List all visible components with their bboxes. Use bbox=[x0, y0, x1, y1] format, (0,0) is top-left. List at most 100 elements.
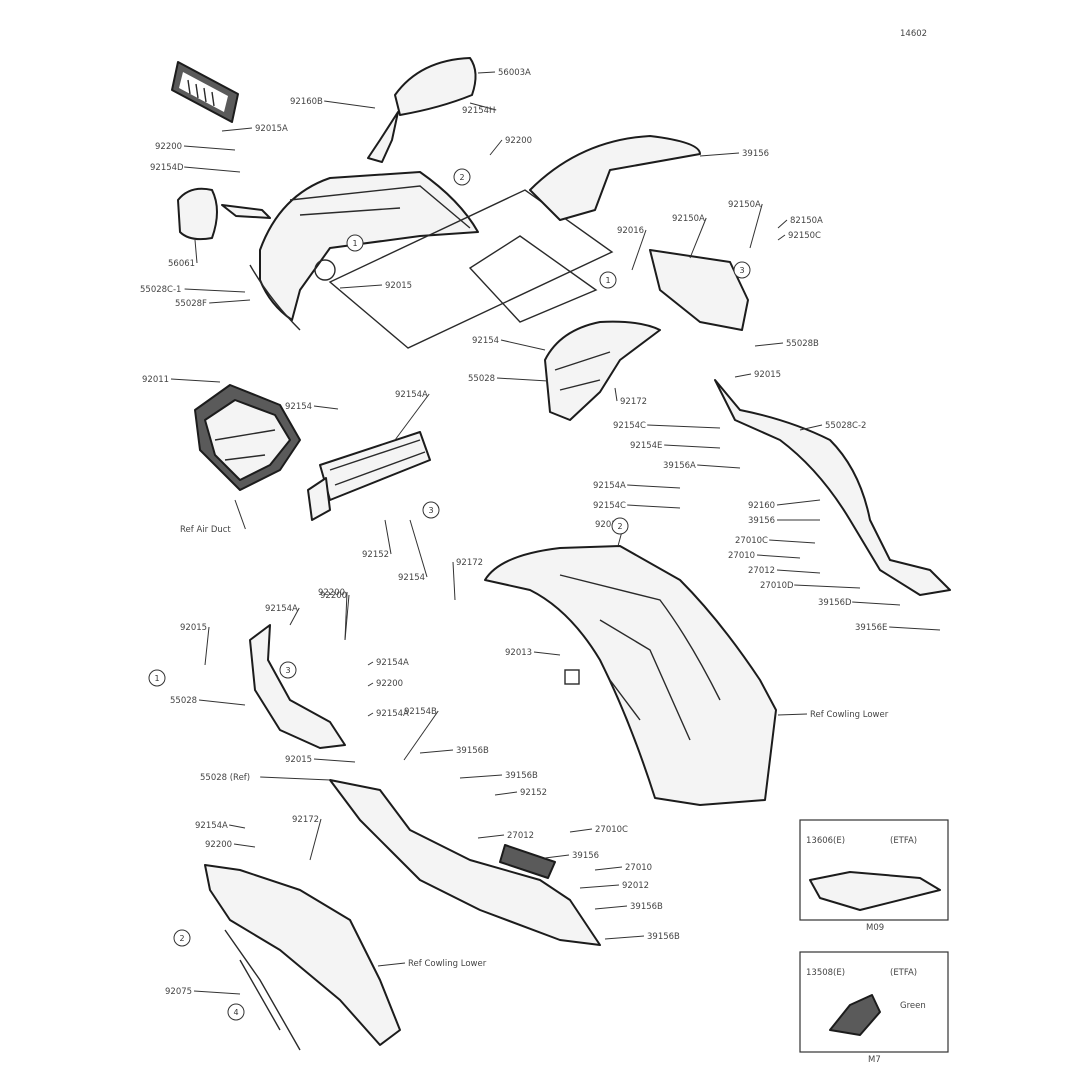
callout-left-a: 92015 bbox=[180, 623, 207, 633]
inset-bottom-note: Green bbox=[900, 1001, 926, 1011]
circle-mark-3 bbox=[733, 261, 751, 279]
callout-low-d: 39156B bbox=[505, 771, 538, 781]
bottom-left-panel-part bbox=[204, 864, 401, 1051]
callout-fair-n: 39156E bbox=[855, 623, 887, 633]
leader-cowl-2 bbox=[184, 166, 241, 173]
air-duct-part bbox=[194, 384, 431, 521]
leader-bl-a bbox=[229, 824, 246, 829]
leader-inner-a bbox=[777, 234, 786, 241]
callout-fair-e: 92154A bbox=[593, 481, 626, 491]
callout-cowl-2: 92154D bbox=[150, 163, 184, 173]
leader-side-d bbox=[777, 219, 788, 229]
circle-mark-5 bbox=[611, 517, 629, 535]
leader-fair-m bbox=[852, 601, 901, 606]
callout-duct-a: 55028C-1 bbox=[140, 285, 181, 295]
leader-center-a bbox=[289, 607, 300, 626]
callout-center-c: 92013 bbox=[505, 648, 532, 658]
leader-air-duct-4 bbox=[409, 519, 428, 578]
callout-mirror-left: 56061 bbox=[168, 259, 195, 269]
inset-top-part: 13606(E) bbox=[806, 836, 845, 846]
callout-bl-c: 92172 bbox=[292, 815, 319, 825]
leader-bl-c bbox=[309, 818, 322, 861]
callout-fair-k: 27012 bbox=[748, 566, 775, 576]
callout-fair-h: 39156 bbox=[748, 516, 775, 526]
callout-left-d: 92200 bbox=[376, 679, 403, 689]
leader-fair-k bbox=[776, 569, 821, 574]
callout-bl-a: 92154A bbox=[195, 821, 228, 831]
leader-low-f bbox=[569, 828, 593, 833]
inset-decal-top: 13606(E) (ETFA) M09 bbox=[799, 819, 949, 933]
callout-inner-a: 92150C bbox=[788, 231, 821, 241]
circle-mark-label-7: 1 bbox=[154, 674, 159, 683]
leader-center-c bbox=[533, 651, 561, 656]
callout-low-e: 27012 bbox=[507, 831, 534, 841]
callout-ref-air-duct: Ref Air Duct bbox=[180, 525, 231, 535]
leader-low-b bbox=[403, 710, 439, 761]
circle-mark-8 bbox=[227, 1003, 245, 1021]
callout-fair-l: 27010D bbox=[760, 581, 794, 591]
callout-center-d: 92015 bbox=[595, 520, 622, 530]
circle-mark-6 bbox=[279, 661, 297, 679]
inset-bottom-part: 13508(E) bbox=[806, 968, 845, 978]
inset-bottom-code: M7 bbox=[868, 1055, 881, 1065]
circle-mark-label-4: 1 bbox=[605, 276, 610, 285]
circle-mark-label-2: 1 bbox=[352, 239, 357, 248]
leader-fair-j bbox=[756, 554, 801, 559]
leader-fair-c bbox=[664, 444, 721, 449]
mirror-left-part bbox=[177, 187, 271, 241]
callout-air-duct-5: 92172 bbox=[456, 558, 483, 568]
leader-lines bbox=[170, 71, 941, 995]
leader-fair-e bbox=[627, 484, 681, 489]
callout-mirror-stay: 92160B bbox=[290, 97, 323, 107]
leader-low-c bbox=[494, 791, 518, 796]
circle-mark-label-1: 2 bbox=[459, 173, 464, 182]
leader-ref-cowling-lower-1 bbox=[777, 713, 808, 716]
circle-mark-label-8: 4 bbox=[233, 1008, 238, 1017]
callout-mirror-top: 56003A bbox=[498, 68, 531, 78]
circle-mark-label-3: 3 bbox=[739, 266, 744, 275]
leader-duct-b bbox=[209, 299, 251, 304]
windshield-part bbox=[328, 135, 701, 349]
leader-screen bbox=[699, 152, 740, 157]
side-panel-upper-part bbox=[649, 249, 749, 331]
leader-air-duct-5 bbox=[452, 561, 456, 601]
callout-low-i: 92012 bbox=[622, 881, 649, 891]
callout-low-f: 27010C bbox=[595, 825, 628, 835]
callout-air-duct-1: 92011 bbox=[142, 375, 169, 385]
leader-left-a bbox=[204, 626, 210, 666]
leader-low-a bbox=[419, 749, 454, 754]
callout-fair-b: 92154C bbox=[613, 421, 646, 431]
circle-mark-label-10: 3 bbox=[428, 506, 433, 515]
brand-badge bbox=[171, 61, 239, 123]
leader-ref-cowling-lower-2 bbox=[377, 962, 406, 967]
leader-left-b bbox=[198, 699, 246, 706]
callout-low-h: 27010 bbox=[625, 863, 652, 873]
leader-bolt-b bbox=[469, 102, 497, 111]
callout-left-e: 92154A bbox=[376, 709, 409, 719]
leader-side-a bbox=[631, 229, 647, 271]
callout-fair-a: 55028C-2 bbox=[825, 421, 866, 431]
inset-bottom-type: (ETFA) bbox=[890, 968, 917, 978]
leader-air-duct-6 bbox=[394, 393, 430, 441]
callout-left-g: 92015 bbox=[285, 755, 312, 765]
inset-top-type: (ETFA) bbox=[890, 836, 917, 846]
leader-inner-d bbox=[614, 387, 618, 402]
callout-fair-d: 39156A bbox=[663, 461, 696, 471]
circle-mark-1 bbox=[453, 168, 471, 186]
callout-inner-c: 55028 bbox=[468, 374, 495, 384]
leader-fair-f bbox=[627, 504, 681, 509]
callout-cowl-1: 92200 bbox=[155, 142, 182, 152]
leader-fair-n bbox=[889, 626, 941, 631]
callout-air-duct-6: 92154A bbox=[395, 390, 428, 400]
duct-cover-part bbox=[544, 320, 661, 421]
callout-side-b: 92150A bbox=[672, 214, 705, 224]
leader-fair-a bbox=[799, 424, 823, 431]
leader-mirror-left bbox=[194, 239, 198, 264]
callout-cover-front: 92015 bbox=[385, 281, 412, 291]
callout-ref-cowling-lower-1: Ref Cowling Lower bbox=[810, 710, 889, 720]
leader-fair-g bbox=[776, 499, 821, 506]
leader-air-duct-3 bbox=[384, 519, 392, 555]
